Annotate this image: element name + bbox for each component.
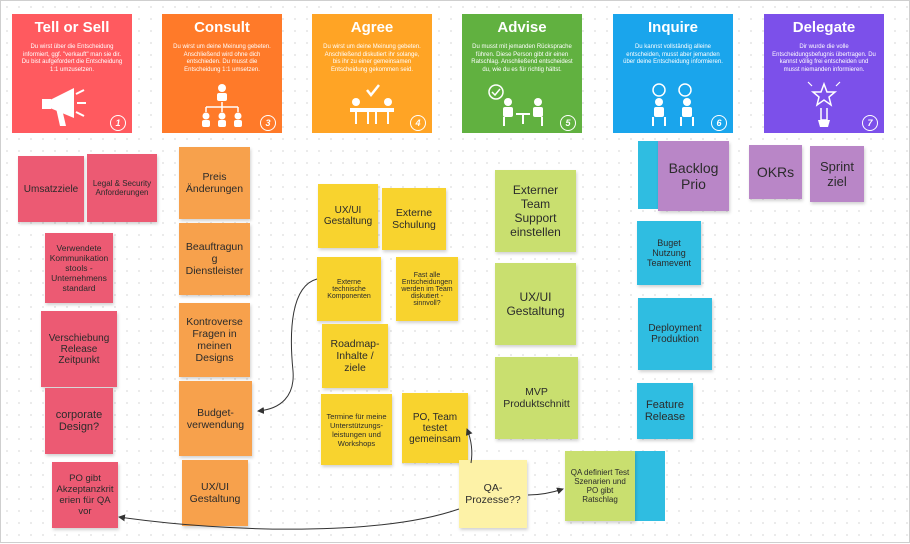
- sticky-note[interactable]: MVP Produktschnitt: [495, 357, 578, 439]
- arrow-to-budget: [257, 278, 318, 414]
- sticky-note[interactable]: Legal & Security Anforderungen: [87, 154, 157, 222]
- step-number-badge: 5: [560, 115, 576, 131]
- sticky-note[interactable]: Externe technische Komponenten: [317, 257, 381, 321]
- card-tell-or-sell[interactable]: Tell or Sell Du wirst über die Entscheid…: [12, 14, 132, 133]
- sticky-note[interactable]: Preis Änderungen: [179, 147, 250, 219]
- sticky-note[interactable]: Buget Nutzung Teamevent: [637, 221, 701, 285]
- card-description: Du wirst über die Entscheidung informier…: [21, 44, 123, 73]
- sticky-note[interactable]: Externe Schulung: [382, 188, 446, 250]
- sticky-note[interactable]: Feature Release: [637, 383, 693, 439]
- sticky-note[interactable]: Kontroverse Fragen in meinen Designs: [179, 303, 250, 377]
- card-title: Delegate: [792, 19, 856, 36]
- conversation-icon: [652, 83, 694, 126]
- card-inquire[interactable]: Inquire Du kannst vollständig alleine en…: [613, 14, 733, 133]
- meeting-table-icon: [350, 84, 394, 124]
- sticky-note[interactable]: Beauftragung Dienstleister: [179, 223, 250, 295]
- sticky-note[interactable]: Verschiebung Release Zeitpunkt: [41, 311, 117, 387]
- advisor-meeting-icon: [488, 84, 543, 126]
- sticky-note[interactable]: Roadmap-Inhalte / ziele: [322, 324, 388, 388]
- sticky-note[interactable]: UX/UI Gestaltung: [182, 460, 248, 526]
- arrow-to-qa-definiert: [527, 487, 564, 496]
- card-description: Du musst mit jemanden Rücksprache führen…: [471, 44, 573, 73]
- sticky-note[interactable]: QA-Prozesse??: [459, 460, 527, 528]
- sticky-note[interactable]: corporate Design?: [45, 388, 113, 454]
- card-advise[interactable]: Advise Du musst mit jemanden Rücksprache…: [462, 14, 582, 133]
- card-description: Du wirst um deine Meinung gebeten. Ansch…: [323, 44, 421, 73]
- sticky-note[interactable]: Fast alle Entscheidungen werden im Team …: [396, 257, 458, 321]
- card-description: Du kannst vollständig alleine entscheide…: [623, 44, 723, 65]
- sticky-note[interactable]: PO, Team testet gemeinsam: [402, 393, 468, 463]
- sticky-note[interactable]: Termine für meine Unterstützungs-leistun…: [321, 394, 392, 465]
- arrow-to-po-gibt: [118, 508, 460, 530]
- step-number-badge: 3: [260, 115, 276, 131]
- sticky-note[interactable]: QA definiert Test Szenarien und PO gibt …: [565, 451, 635, 521]
- sticky-note[interactable]: Umsatzziele: [18, 156, 84, 222]
- sticky-note[interactable]: Backlog Prio: [658, 141, 729, 211]
- card-agree[interactable]: Agree Du wirst um deine Meinung gebeten.…: [312, 14, 432, 133]
- megaphone-icon: [42, 88, 86, 126]
- star-award-icon: [807, 80, 841, 127]
- step-number-badge: 4: [410, 115, 426, 131]
- card-title: Tell or Sell: [34, 19, 110, 36]
- card-description: Dir wurde die volle Entscheidungsbefugni…: [772, 44, 876, 73]
- card-description: Du wirst um deine Meinung gebeten. Ansch…: [173, 44, 271, 73]
- card-title: Consult: [194, 19, 250, 36]
- sticky-note[interactable]: Sprint ziel: [810, 146, 864, 202]
- card-consult[interactable]: Consult Du wirst um deine Meinung gebete…: [162, 14, 282, 133]
- sticky-note[interactable]: PO gibt Akzeptanzkriterien für QA vor: [52, 462, 118, 528]
- card-delegate[interactable]: Delegate Dir wurde die volle Entscheidun…: [764, 14, 884, 133]
- step-number-badge: 6: [711, 115, 727, 131]
- sticky-note[interactable]: Deployment Produktion: [638, 298, 712, 370]
- sticky-note[interactable]: Verwendete Kommunikationstools - Unterne…: [45, 233, 113, 303]
- card-title: Advise: [497, 19, 547, 36]
- step-number-badge: 7: [862, 115, 878, 131]
- sticky-note[interactable]: Externer Team Support einstellen: [495, 170, 576, 252]
- card-title: Agree: [350, 19, 394, 36]
- step-number-badge: 1: [110, 115, 126, 131]
- sticky-note[interactable]: UX/UI Gestaltung: [495, 263, 576, 345]
- sticky-note[interactable]: Budget-verwendung: [179, 381, 252, 456]
- sticky-note[interactable]: [633, 451, 665, 521]
- sticky-note[interactable]: UX/UI Gestaltung: [318, 184, 378, 248]
- card-title: Inquire: [647, 19, 698, 36]
- sticky-note[interactable]: OKRs: [749, 145, 802, 199]
- hierarchy-people-icon: [202, 84, 242, 127]
